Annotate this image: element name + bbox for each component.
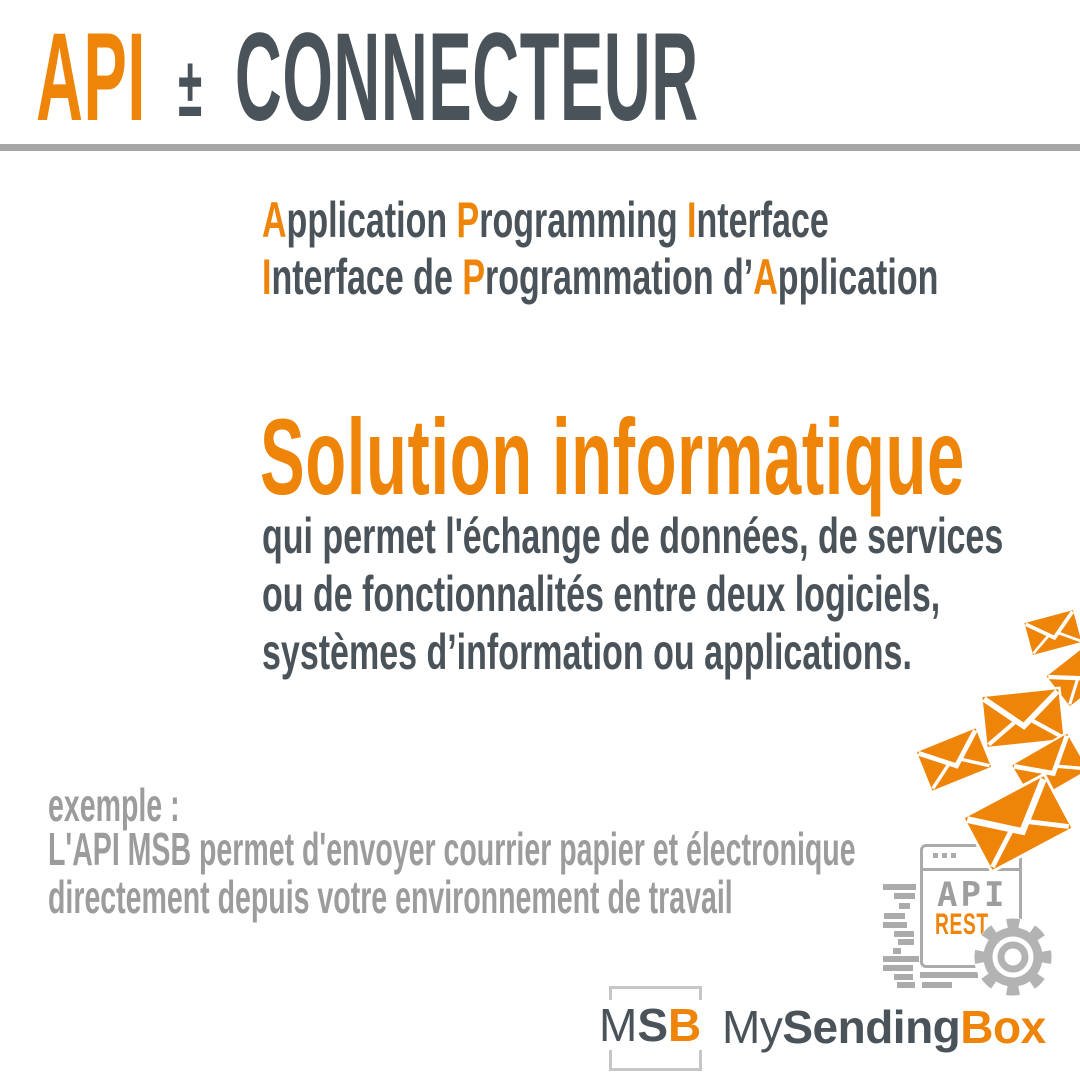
code-line [922,982,952,988]
envelope-icon [960,772,1076,874]
api-label: API [937,875,1008,915]
code-line [883,965,913,971]
msb-letter-b: B [668,999,702,1051]
code-line [883,884,916,890]
browser-titlebar-divider [923,868,1019,871]
definition-letter: A [753,249,778,305]
body-line: systèmes d’information ou applications. [262,624,912,680]
code-line [883,956,919,962]
definition-letter: P [456,192,480,248]
definition-letter: P [462,249,485,305]
acronym-definition: Application Programming Interface Interf… [262,192,938,306]
definition-text: nterface [696,192,829,248]
definition-text: rogramming [479,192,688,248]
body-line: qui permet l'échange de données, de serv… [262,508,1004,564]
definition-letter: I [687,192,697,248]
definition-fr-line: Interface de Programmation d’Application [262,249,938,306]
definition-text: pplication [777,249,939,305]
envelope-icon [1022,608,1080,657]
gear-icon [974,918,1052,996]
code-line [883,922,907,928]
wordmark-my: My [722,1001,783,1053]
code-line [894,931,914,937]
example-text: L'API MSB permet d'envoyer courrier papi… [48,825,856,921]
example-line: L'API MSB permet d'envoyer courrier papi… [48,823,856,875]
envelope-icon [979,686,1067,750]
code-line [893,948,901,954]
divider-line [0,144,1080,151]
definition-letter: I [262,249,272,305]
browser-dot-icon [942,853,947,858]
code-line [898,939,914,945]
code-line [894,974,913,980]
envelope-icon [914,725,994,794]
code-line [899,903,910,909]
definition-text: nterface de [271,249,463,305]
code-line [920,972,978,978]
headline-solution: Solution informatique [260,396,965,517]
msb-letter-m: M [599,999,638,1051]
msb-logo-text: MSB [595,999,706,1051]
title-api-text: API [36,8,146,147]
code-line [897,982,915,988]
browser-dot-icon [951,853,956,858]
msb-letter-s: S [637,999,669,1051]
rest-label: REST [935,908,989,941]
brand-wordmark: MySendingBox [722,1002,1046,1052]
title-connecteur-text: CONNECTEUR [234,8,699,147]
browser-dot-icon [933,853,938,858]
page-title: API±CONNECTEUR [36,15,699,147]
definition-letter: A [262,192,287,248]
example-label: exemple : [48,779,180,831]
wordmark-box: Box [960,1001,1046,1053]
example-line: directement depuis votre environnement d… [48,871,733,923]
wordmark-sending: Sending [782,1001,961,1053]
code-line [884,913,905,919]
code-line [894,893,915,899]
definition-text: pplication [286,192,457,248]
body-line: ou de fonctionnalités entre deux logicie… [262,566,941,622]
definition-text: rogrammation d’ [484,249,754,305]
definition-en-line: Application Programming Interface [262,192,938,249]
plus-minus-symbol: ± [178,40,203,134]
body-paragraph: qui permet l'échange de données, de serv… [262,507,1003,681]
